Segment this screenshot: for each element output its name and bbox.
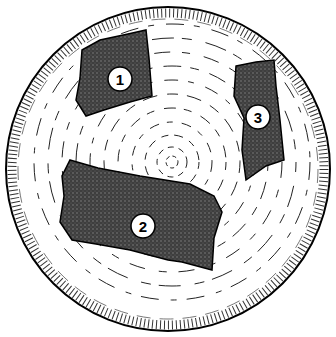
callout-number: 3	[246, 105, 270, 129]
callout-number: 1	[108, 67, 132, 91]
callout-number: 2	[131, 214, 155, 238]
